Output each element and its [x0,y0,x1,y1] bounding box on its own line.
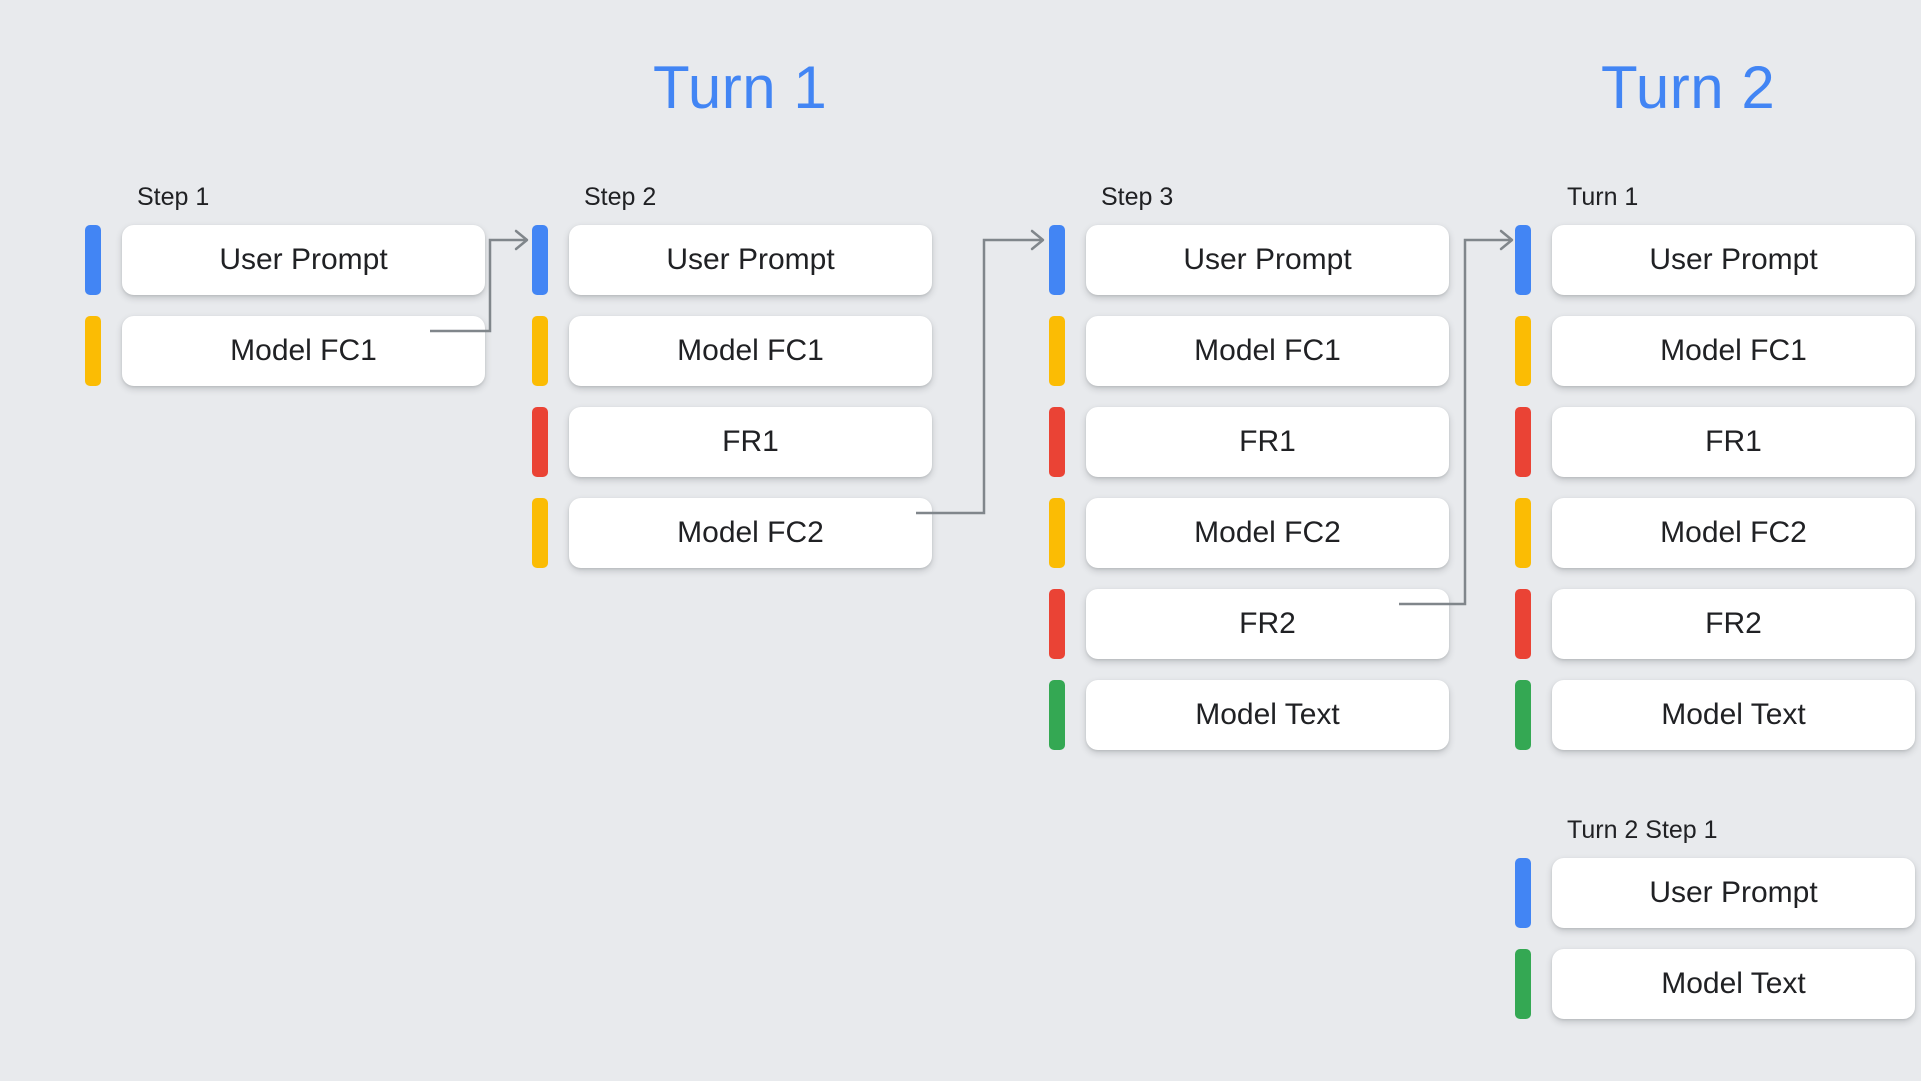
message-card[interactable]: FR1 [1552,407,1915,477]
column-label-step-2: Step 2 [584,183,657,211]
list-item[interactable]: User Prompt [1515,858,1915,928]
role-color-bar-yellow [1515,316,1531,386]
role-color-bar-blue [1049,225,1065,295]
turn-1-heading: Turn 1 [653,54,828,121]
column-label-step-1: Step 1 [137,183,210,211]
list-item[interactable]: FR1 [1049,407,1449,477]
list-item[interactable]: FR2 [1515,589,1915,659]
column-turn-2-step-1: Turn 2 Step 1 User Prompt Model Text [1515,818,1915,1019]
message-card[interactable]: Model Text [1086,680,1449,750]
column-label-turn-1: Turn 1 [1567,183,1639,211]
message-card[interactable]: FR2 [1552,589,1915,659]
message-card[interactable]: Model FC2 [1086,498,1449,568]
message-card[interactable]: Model Text [1552,949,1915,1019]
role-color-bar-green [1515,949,1531,1019]
list-item[interactable]: Model FC1 [532,316,932,386]
list-item[interactable]: FR2 [1049,589,1449,659]
role-color-bar-blue [85,225,101,295]
role-color-bar-blue [1515,858,1531,928]
message-card[interactable]: User Prompt [122,225,485,295]
role-color-bar-yellow [1049,316,1065,386]
message-card[interactable]: Model Text [1552,680,1915,750]
list-item[interactable]: Model Text [1049,680,1449,750]
message-card[interactable]: User Prompt [1552,225,1915,295]
role-color-bar-yellow [532,498,548,568]
row-list-turn-1: User Prompt Model FC1 FR1 Model FC2 FR2 … [1515,225,1915,750]
role-color-bar-yellow [1515,498,1531,568]
row-list-step-3: User Prompt Model FC1 FR1 Model FC2 FR2 … [1049,225,1449,750]
list-item[interactable]: User Prompt [85,225,485,295]
message-card[interactable]: Model FC2 [1552,498,1915,568]
list-item[interactable]: Model Text [1515,680,1915,750]
list-item[interactable]: Model FC1 [1049,316,1449,386]
column-label-turn-2-step-1: Turn 2 Step 1 [1567,816,1718,844]
role-color-bar-red [1049,589,1065,659]
role-color-bar-yellow [1049,498,1065,568]
role-color-bar-yellow [532,316,548,386]
row-list-step-1: User Prompt Model FC1 [85,225,485,386]
role-color-bar-green [1049,680,1065,750]
role-color-bar-red [1515,589,1531,659]
column-turn-1: Turn 1 User Prompt Model FC1 FR1 Model F… [1515,185,1915,750]
list-item[interactable]: FR1 [532,407,932,477]
role-color-bar-green [1515,680,1531,750]
list-item[interactable]: Model FC2 [532,498,932,568]
arrow-step2-to-step3 [916,229,1045,515]
list-item[interactable]: User Prompt [532,225,932,295]
list-item[interactable]: Model FC2 [1049,498,1449,568]
role-color-bar-red [1515,407,1531,477]
list-item[interactable]: Model FC2 [1515,498,1915,568]
list-item[interactable]: Model Text [1515,949,1915,1019]
role-color-bar-red [1049,407,1065,477]
list-item[interactable]: Model FC1 [85,316,485,386]
column-step-1: Step 1 User Prompt Model FC1 [85,185,485,386]
role-color-bar-yellow [85,316,101,386]
list-item[interactable]: Model FC1 [1515,316,1915,386]
message-card[interactable]: FR2 [1086,589,1449,659]
message-card[interactable]: Model FC1 [1086,316,1449,386]
message-card[interactable]: Model FC1 [569,316,932,386]
list-item[interactable]: User Prompt [1049,225,1449,295]
column-step-2: Step 2 User Prompt Model FC1 FR1 Model F… [532,185,932,568]
message-card[interactable]: FR1 [569,407,932,477]
list-item[interactable]: FR1 [1515,407,1915,477]
role-color-bar-blue [532,225,548,295]
turn-2-heading: Turn 2 [1601,54,1776,121]
row-list-turn-2-step-1: User Prompt Model Text [1515,858,1915,1019]
column-step-3: Step 3 User Prompt Model FC1 FR1 Model F… [1049,185,1449,750]
message-card[interactable]: Model FC1 [122,316,485,386]
list-item[interactable]: User Prompt [1515,225,1915,295]
role-color-bar-red [532,407,548,477]
message-card[interactable]: User Prompt [569,225,932,295]
column-label-step-3: Step 3 [1101,183,1174,211]
message-card[interactable]: Model FC1 [1552,316,1915,386]
message-card[interactable]: Model FC2 [569,498,932,568]
message-card[interactable]: User Prompt [1086,225,1449,295]
role-color-bar-blue [1515,225,1531,295]
message-card[interactable]: User Prompt [1552,858,1915,928]
row-list-step-2: User Prompt Model FC1 FR1 Model FC2 [532,225,932,568]
message-card[interactable]: FR1 [1086,407,1449,477]
